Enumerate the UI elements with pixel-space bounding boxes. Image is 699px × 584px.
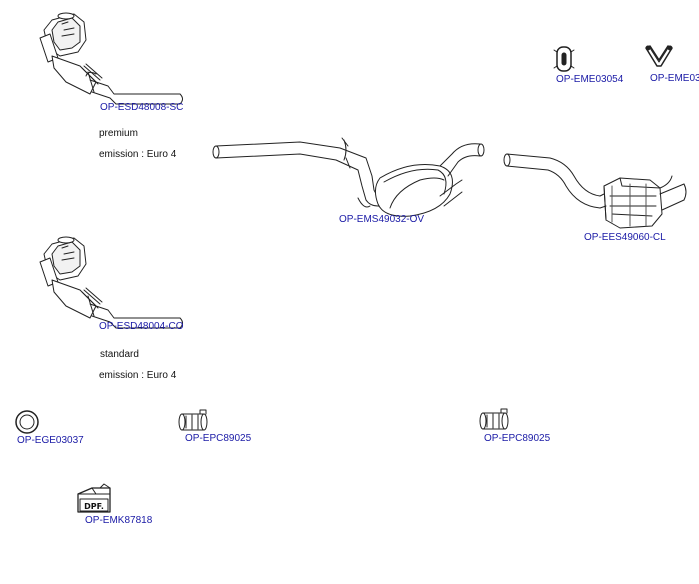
- part-code-ees[interactable]: OP-EES49060-CL: [584, 232, 666, 243]
- rear-silencer[interactable]: [504, 154, 686, 228]
- part-code-esd-co[interactable]: OP-ESD48004-CO: [99, 321, 184, 332]
- catalytic-converter-premium[interactable]: [40, 13, 183, 104]
- part-note-premium: premium: [99, 128, 138, 139]
- part-code-epc-2[interactable]: OP-EPC89025: [484, 433, 551, 444]
- rubber-mount-icon[interactable]: [554, 47, 574, 71]
- part-note-emission-co: emission : Euro 4: [99, 370, 177, 381]
- part-code-emk[interactable]: OP-EMK87818: [85, 515, 153, 526]
- mounting-kit-box-icon[interactable]: DPF.: [78, 484, 110, 512]
- dpf-icon-text: DPF.: [84, 502, 104, 511]
- pipe-clamp-icon[interactable]: [480, 409, 508, 429]
- pipe-clamp-icon[interactable]: [179, 410, 207, 430]
- part-code-ems[interactable]: OP-EMS49032-OV: [339, 214, 425, 225]
- gasket-ring-icon[interactable]: [16, 411, 38, 433]
- part-code-eme-2[interactable]: OP-EME03: [650, 73, 699, 84]
- part-code-esd-sc[interactable]: OP-ESD48008-SC: [100, 102, 184, 113]
- part-code-epc-1[interactable]: OP-EPC89025: [185, 433, 252, 444]
- middle-silencer[interactable]: [213, 138, 484, 216]
- hanger-bracket-icon[interactable]: [646, 46, 672, 66]
- part-code-eme-1[interactable]: OP-EME03054: [556, 74, 624, 85]
- part-code-ege[interactable]: OP-EGE03037: [17, 435, 84, 446]
- catalytic-converter-standard[interactable]: [40, 237, 183, 328]
- part-note-standard: standard: [100, 349, 139, 360]
- part-note-emission-sc: emission : Euro 4: [99, 149, 177, 160]
